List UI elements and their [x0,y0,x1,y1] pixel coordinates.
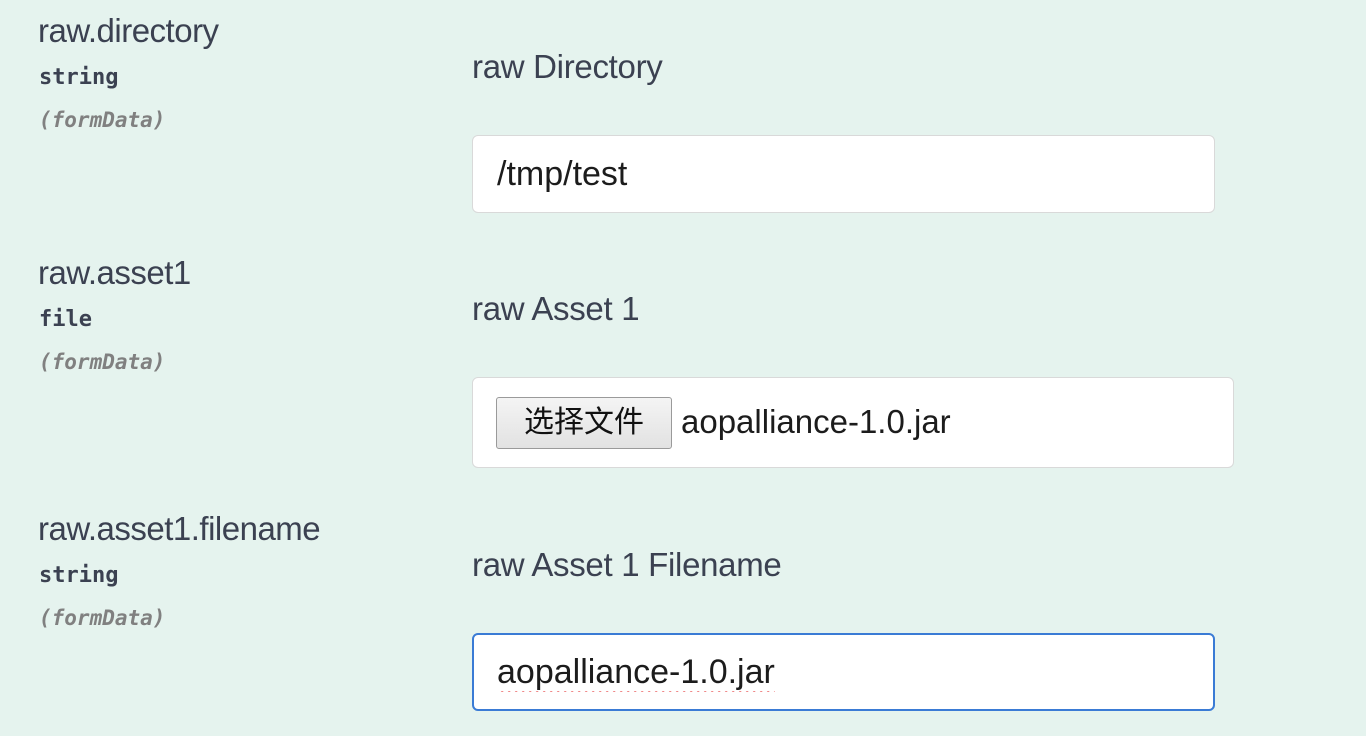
param-name: raw.directory [38,12,219,49]
param-location: (formData) [39,350,166,374]
param-type: string [39,563,119,588]
file-input: 选择文件 aopalliance-1.0.jar [472,377,1234,468]
param-type: string [39,65,119,90]
param-type: file [39,307,92,332]
selected-file-name: aopalliance-1.0.jar [681,403,951,440]
choose-file-button[interactable]: 选择文件 [496,397,672,449]
param-description: raw Directory [472,48,663,85]
param-name: raw.asset1.filename [38,510,321,547]
param-location: (formData) [39,606,166,630]
raw-directory-input[interactable] [472,135,1215,213]
param-description: raw Asset 1 [472,290,640,327]
param-name: raw.asset1 [38,254,191,291]
raw-asset1-filename-input[interactable] [472,633,1215,711]
param-description: raw Asset 1 Filename [472,546,782,583]
param-location: (formData) [39,108,166,132]
